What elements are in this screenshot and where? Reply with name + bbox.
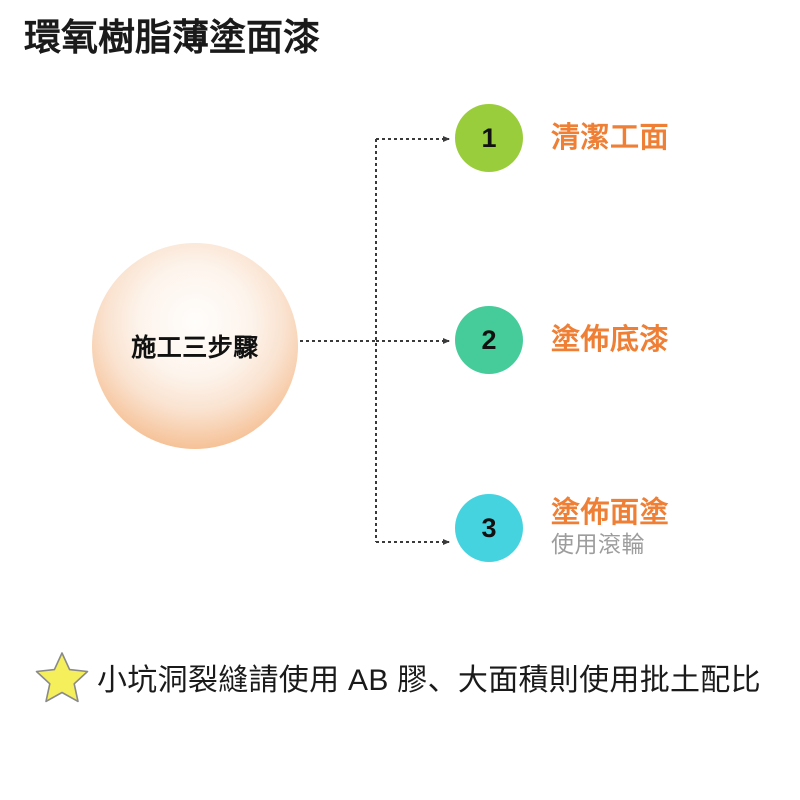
hub-label: 施工三步驟: [131, 334, 259, 362]
step-item-3[interactable]: 3 塗佈面塗 使用滾輪: [455, 494, 669, 562]
step-number-badge-3: 3: [455, 494, 523, 562]
step-text-3: 塗佈面塗 使用滾輪: [551, 497, 669, 559]
step-number-badge-1: 1: [455, 104, 523, 172]
footnote: 小坑洞裂縫請使用 AB 膠、大面積則使用批土配比: [34, 650, 761, 704]
step-item-2[interactable]: 2 塗佈底漆: [455, 306, 669, 374]
step-label-3: 塗佈面塗: [551, 496, 670, 529]
step-label-2: 塗佈底漆: [551, 323, 670, 356]
page-title: 環氧樹脂薄塗面漆: [24, 17, 320, 58]
step-number-badge-2: 2: [455, 306, 523, 374]
hub-node[interactable]: 施工三步驟: [92, 243, 298, 449]
footnote-text: 小坑洞裂縫請使用 AB 膠、大面積則使用批土配比: [97, 664, 761, 697]
star-icon: [35, 652, 89, 703]
step-text-1: 清潔工面: [551, 122, 669, 154]
step-label-1: 清潔工面: [551, 121, 670, 154]
step-item-1[interactable]: 1 清潔工面: [455, 104, 669, 172]
star-shape: [35, 652, 89, 703]
step-subtitle-3: 使用滾輪: [551, 531, 645, 558]
step-text-2: 塗佈底漆: [551, 324, 669, 356]
